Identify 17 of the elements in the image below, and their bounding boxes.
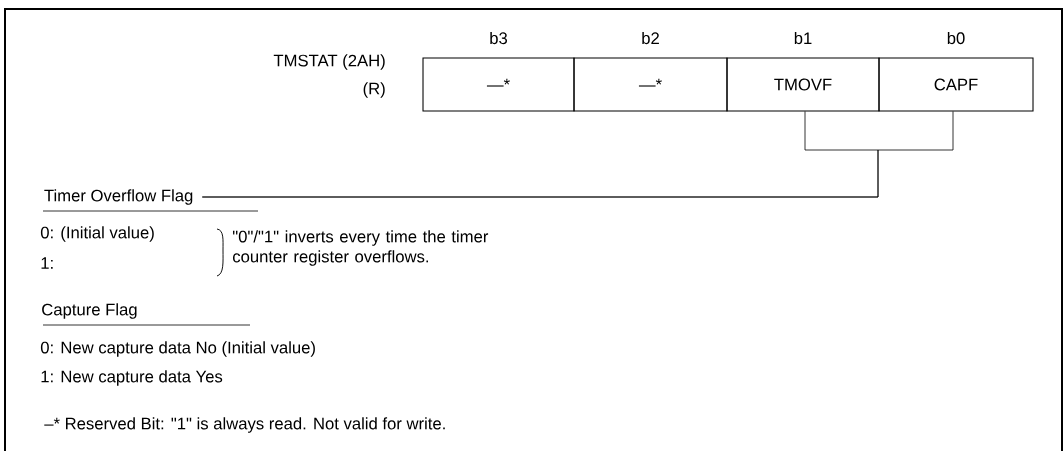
register-cell: TMOVF	[726, 57, 880, 112]
section-heading: Capture Flag	[42, 303, 251, 326]
underlined-heading: Timer Overflow Flag	[42, 189, 259, 212]
footnote: –* Reserved Bit: "1" is always read. Not valid for write.	[44, 417, 445, 433]
description-text: "0"/"1" inverts every time the timer counter register overflows.	[233, 230, 489, 266]
register-cell: —*	[573, 57, 728, 112]
value-text: 0: New capture data No (Initial value)	[40, 341, 315, 357]
bit-label: b3	[490, 31, 508, 45]
register-cell: CAPF	[878, 57, 1034, 112]
register-name: TMSTAT (2AH)	[273, 54, 385, 70]
bit-label: b2	[642, 31, 659, 45]
register-cell: —*	[422, 57, 575, 112]
bit-label: b0	[947, 31, 965, 45]
value-text: 1:	[41, 257, 53, 269]
access-label: (R)	[363, 82, 385, 98]
bit-label: b1	[794, 31, 812, 45]
value-text: 1: New capture data Yes	[41, 370, 223, 386]
